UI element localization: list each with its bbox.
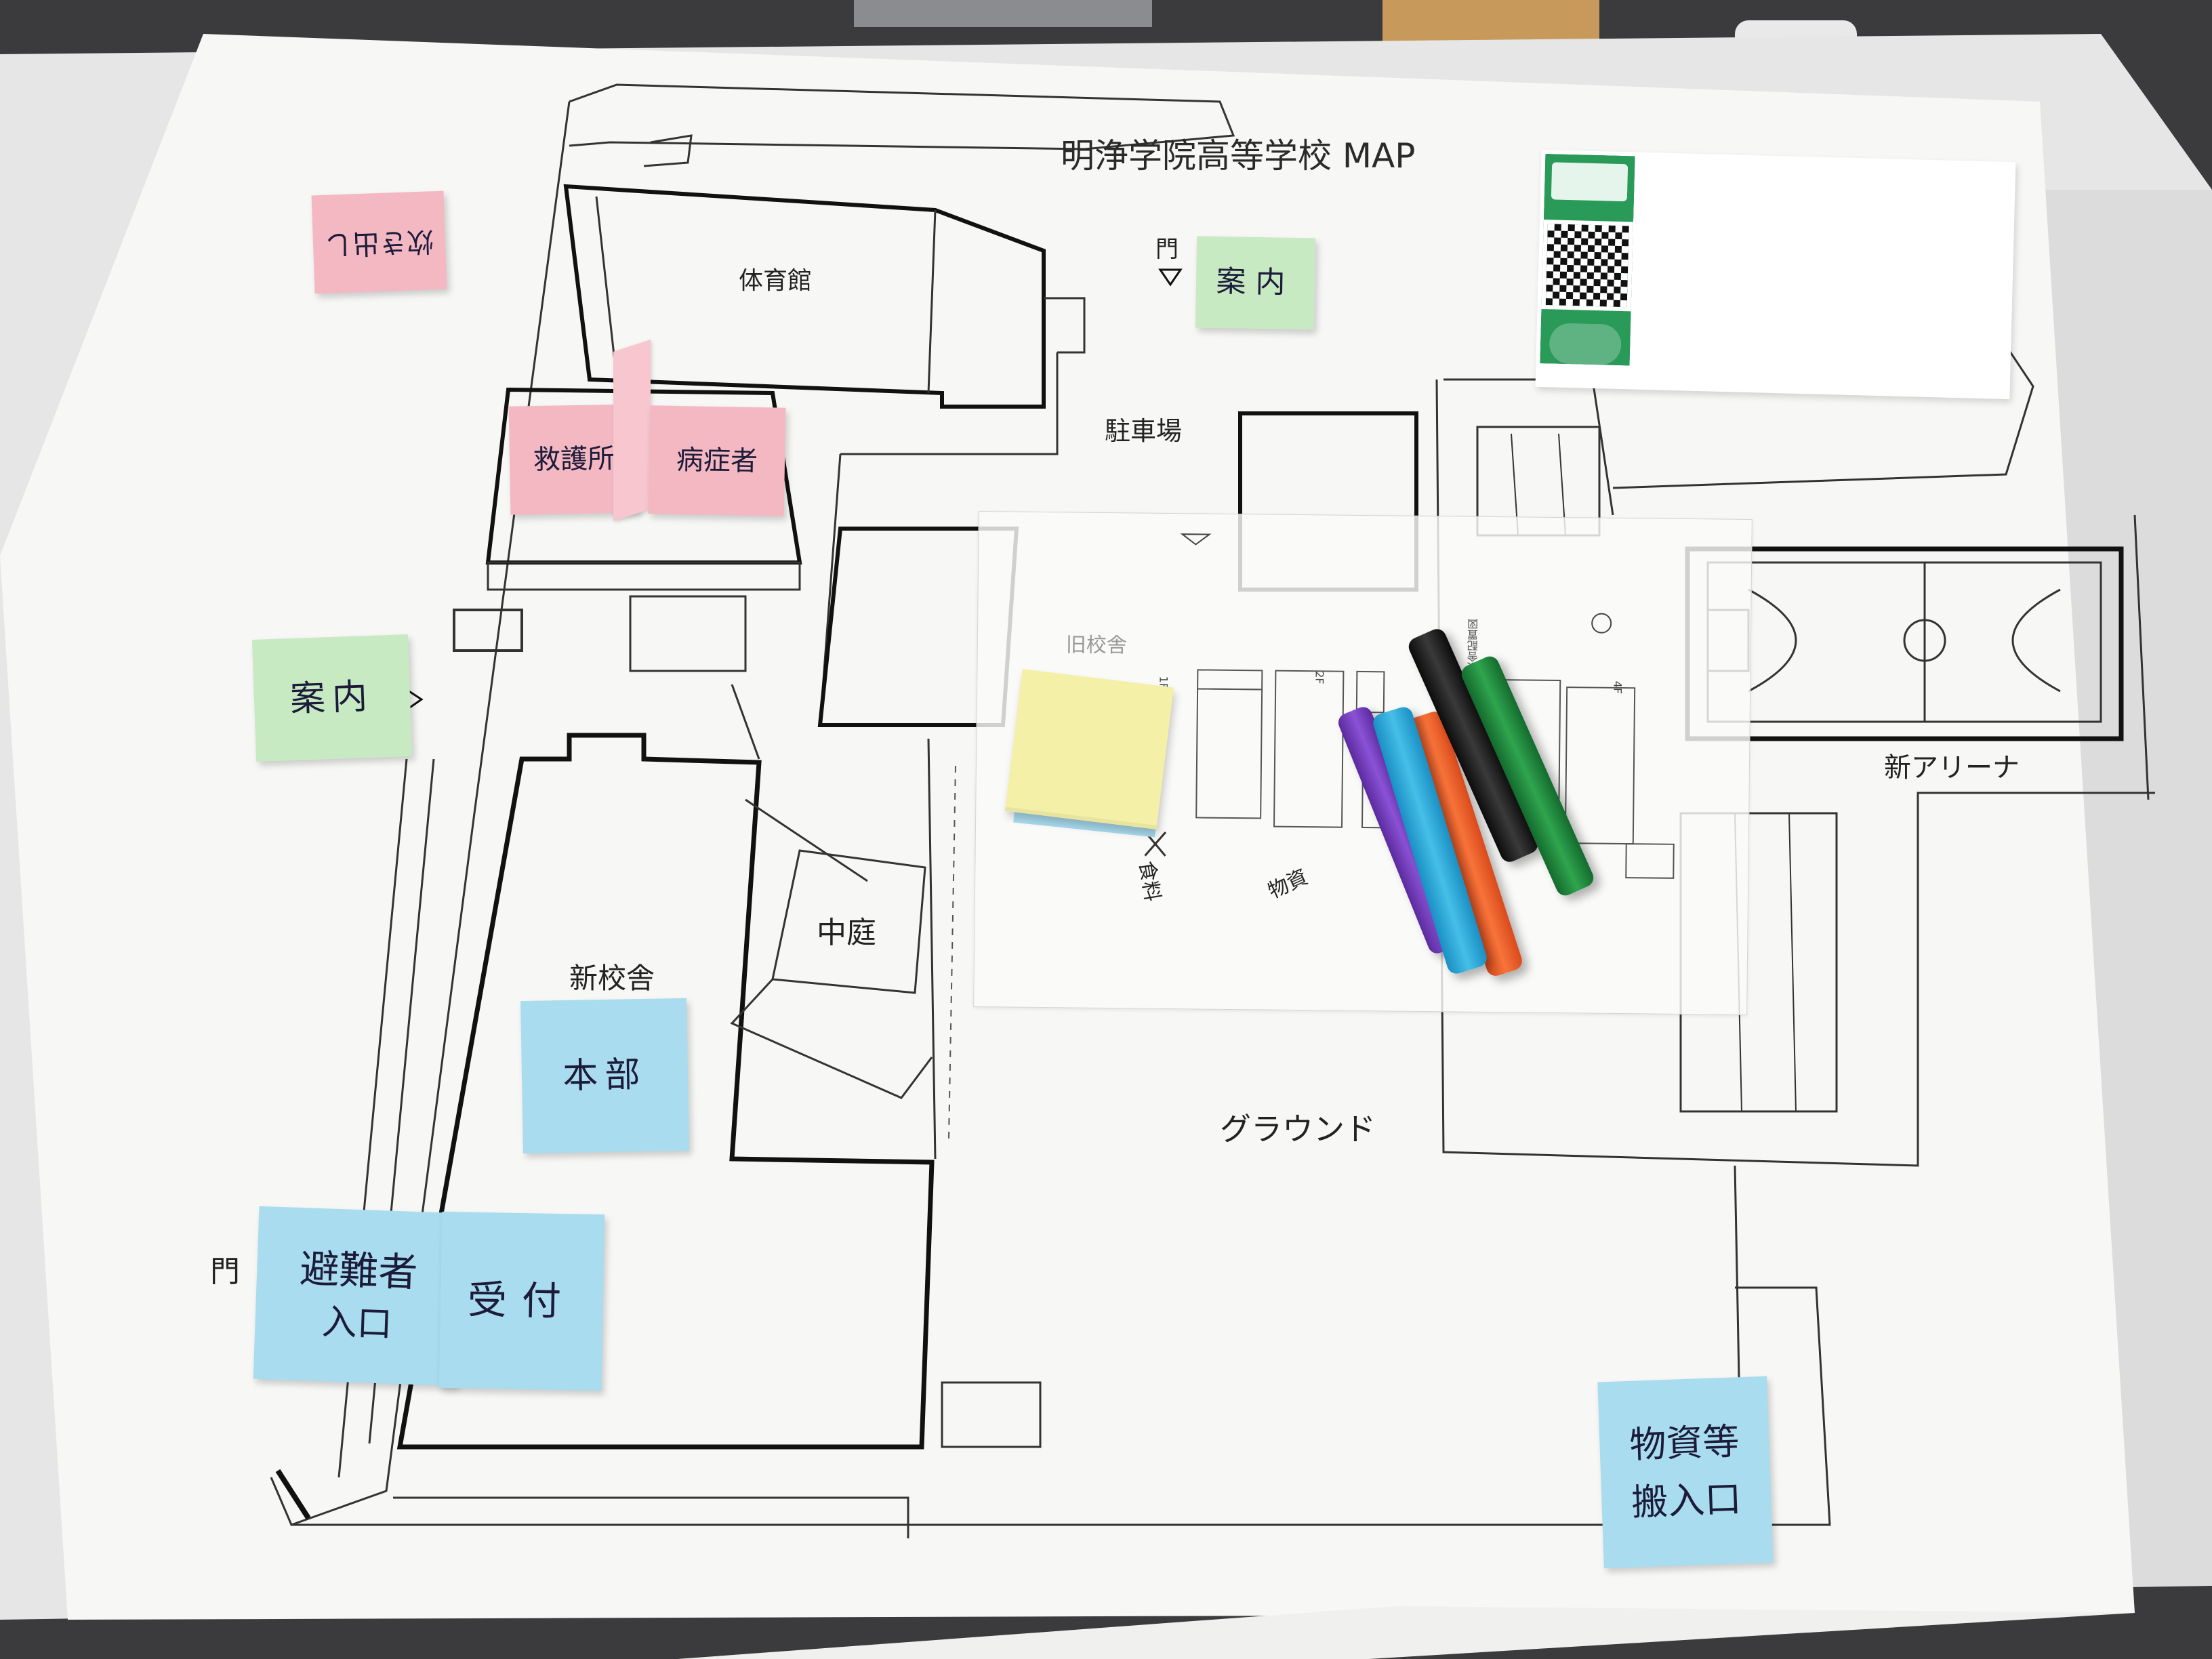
note-text: 救護所: [533, 443, 615, 476]
sticky-note-patients: 病症者: [648, 405, 786, 516]
map-title: 明浄学院高等学校 MAP: [1061, 136, 1416, 176]
note-text: 病症者: [676, 444, 758, 478]
old-building-label: 旧校舎: [1065, 633, 1127, 658]
floor-label-2f: 2F: [1313, 671, 1326, 684]
new-building-label: 新校舎: [569, 962, 655, 995]
note-text: 本部: [562, 1054, 648, 1097]
parking-label: 駐車場: [1105, 416, 1183, 446]
floor-plan-lines: [1144, 533, 1675, 879]
qr-flyer: [1535, 149, 2016, 400]
note-text: 受付: [467, 1276, 577, 1325]
courtyard-outline: [771, 849, 926, 994]
sticky-note-supplies-entrance: 物資等 搬入口: [1597, 1376, 1774, 1569]
sticky-note-guide-gate: 案内: [1195, 236, 1316, 330]
sticky-note-reception: 受付: [438, 1211, 605, 1391]
note-text: 入口: [321, 1302, 393, 1345]
new-arena-label: 新アリーナ: [1884, 752, 2020, 783]
note-text: 物資等: [1629, 1419, 1740, 1467]
courtyard-label: 中庭: [817, 916, 876, 950]
floor-plan-sheet: 校舎配置図 旧校舎 1F 2F 3F 4F 食料 物資: [973, 511, 1753, 1015]
flyer-panel-green: [1540, 154, 1635, 366]
sticky-note-evacuee-entrance: 避難者 入口: [253, 1206, 463, 1387]
gate-left-label: 門: [210, 1254, 240, 1289]
note-text: 搬入口: [1631, 1477, 1742, 1524]
sticky-note-headquarters: 本部: [520, 998, 689, 1154]
sticky-note-flap: [613, 340, 651, 521]
gate-top-label: 門: [1155, 236, 1179, 263]
note-text: 避難者: [299, 1245, 419, 1296]
gym-label: 体育館: [739, 267, 813, 295]
qr-code-icon: [1541, 220, 1633, 312]
floor-label-4f: 4F: [1611, 680, 1624, 695]
note-text: 案内: [1216, 264, 1295, 301]
sticky-pad-yellow: [1004, 669, 1174, 830]
sticky-note-soup-kitchen: 炊き出し: [311, 190, 447, 294]
new-building-outline: [396, 733, 935, 1450]
note-text: 案内: [289, 676, 375, 720]
ground-label: グラウンド: [1220, 1111, 1376, 1147]
note-text: 炊き出し: [324, 224, 434, 260]
sticky-note-guide-left: 案内: [251, 634, 413, 762]
